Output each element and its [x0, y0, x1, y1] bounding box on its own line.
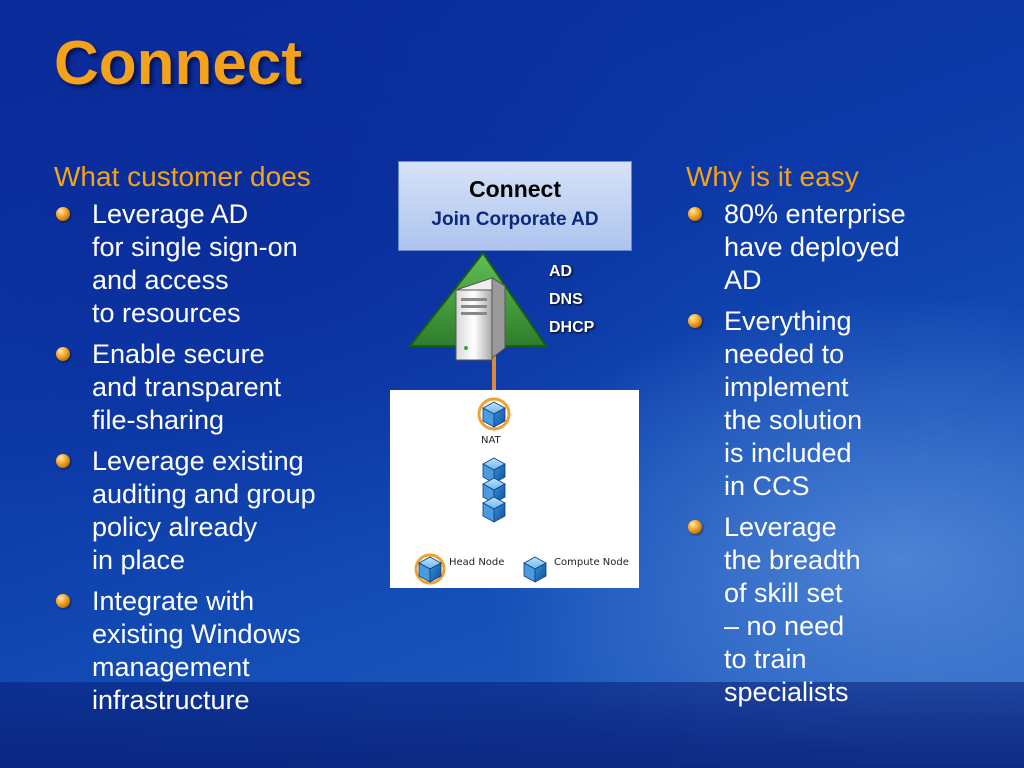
list-item: Leverage AD for single sign-on and acces…	[54, 198, 384, 330]
connect-box: Connect Join Corporate AD	[398, 161, 632, 251]
bullet-icon	[56, 347, 70, 361]
compute-node-legend-icon	[523, 556, 547, 583]
list-item: Leverage the breadth of skill set – no n…	[686, 511, 986, 709]
bullet-icon	[688, 520, 702, 534]
compute-stack-icon	[482, 457, 506, 523]
right-column: Why is it easy 80% enterprise have deplo…	[686, 160, 986, 717]
list-item: Leverage existing auditing and group pol…	[54, 445, 384, 577]
bullet-icon	[688, 207, 702, 221]
nat-node-icon	[477, 397, 511, 431]
server-triangle-diagram	[407, 251, 548, 395]
bullet-icon	[688, 314, 702, 328]
list-item: Integrate with existing Windows manageme…	[54, 585, 384, 717]
server-icon	[454, 277, 507, 361]
connect-box-title: Connect	[469, 176, 561, 202]
bullet-icon	[56, 454, 70, 468]
bullet-text: 80% enterprise have deployed AD	[724, 199, 906, 295]
slide-title: Connect	[54, 29, 302, 98]
head-node-label: Head Node	[449, 557, 505, 568]
bullet-icon	[56, 594, 70, 608]
bullet-text: Leverage existing auditing and group pol…	[92, 446, 316, 575]
bottom-band	[0, 682, 1024, 768]
list-item: Enable secure and transparent file-shari…	[54, 338, 384, 437]
head-node-legend-icon	[414, 553, 446, 585]
left-bullet-list: Leverage AD for single sign-on and acces…	[54, 198, 384, 717]
compute-node-label: Compute Node	[554, 557, 629, 568]
bullet-text: Enable secure and transparent file-shari…	[92, 339, 282, 435]
list-item: 80% enterprise have deployed AD	[686, 198, 986, 297]
list-item: Everything needed to implement the solut…	[686, 305, 986, 503]
bullet-text: Leverage the breadth of skill set – no n…	[724, 512, 861, 707]
service-label-dhcp: DHCP	[549, 319, 595, 336]
service-label-dns: DNS	[549, 291, 583, 308]
right-column-heading: Why is it easy	[686, 161, 859, 192]
connect-box-subtitle: Join Corporate AD	[431, 209, 599, 230]
bullet-text: Integrate with existing Windows manageme…	[92, 586, 301, 715]
bullet-text: Leverage AD for single sign-on and acces…	[92, 199, 298, 328]
bullet-text: Everything needed to implement the solut…	[724, 306, 863, 501]
service-label-ad: AD	[549, 263, 573, 280]
right-bullet-list: 80% enterprise have deployed AD Everythi…	[686, 198, 986, 709]
bullet-icon	[56, 207, 70, 221]
nat-label: NAT	[481, 435, 501, 446]
network-diagram-graphic	[414, 397, 547, 585]
network-diagram: NAT Head Node Compute Node	[390, 390, 639, 588]
left-column-heading: What customer does	[54, 161, 311, 192]
left-column: What customer does Leverage AD for singl…	[54, 160, 384, 725]
